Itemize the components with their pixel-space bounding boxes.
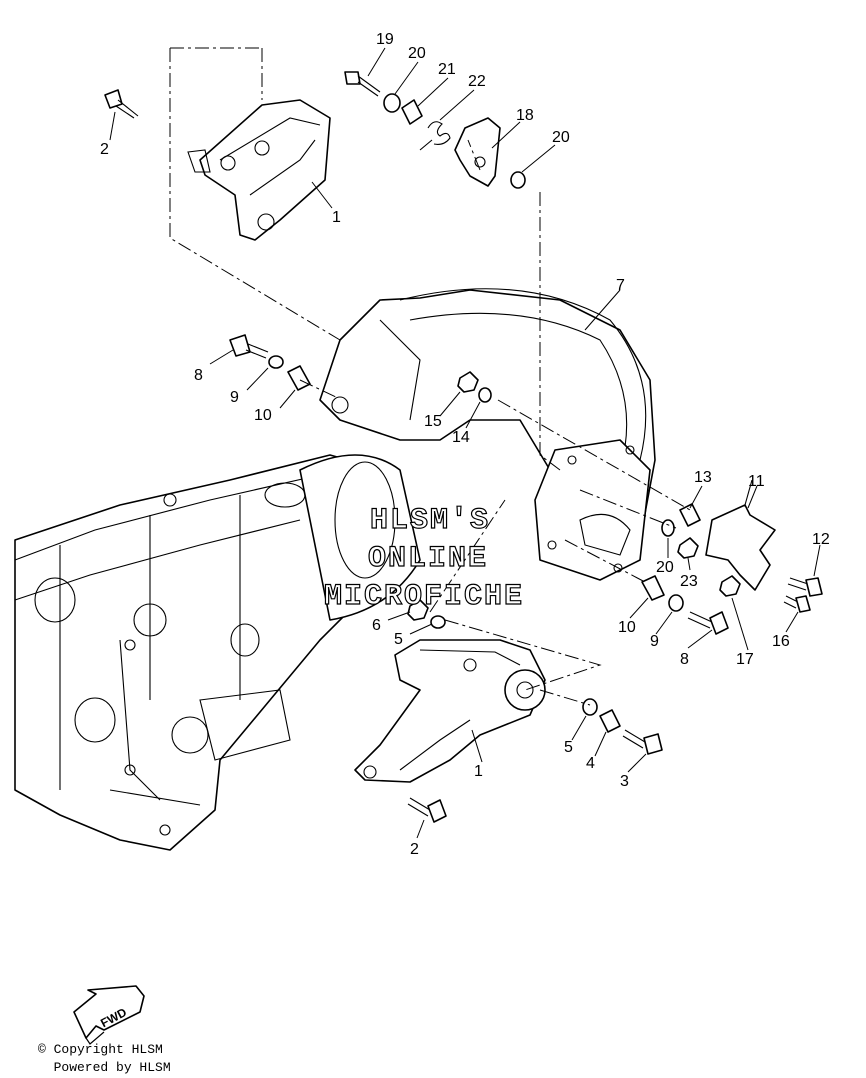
assembly-lines — [169, 47, 691, 706]
engine-block — [14, 454, 421, 851]
callouts: 19 20 21 22 18 20 2 1 7 8 9 10 15 14 13 … — [100, 31, 830, 858]
top-hardware — [104, 71, 526, 189]
callout-9: 9 — [230, 389, 239, 406]
powered-by-text: Powered by HLSM — [38, 1060, 171, 1075]
callout-14: 14 — [452, 429, 470, 446]
upper-engine-mount-bracket — [187, 99, 331, 241]
fwd-arrow-icon: FWD — [73, 985, 145, 1045]
callout-13: 13 — [694, 469, 712, 486]
callout-4: 4 — [586, 755, 595, 772]
watermark-line-2: ONLINE — [368, 542, 488, 576]
right-hardware — [641, 479, 823, 635]
callout-2: 2 — [410, 841, 419, 858]
callout-17: 17 — [736, 651, 754, 668]
callout-20: 20 — [552, 129, 570, 146]
callout-7: 7 — [616, 277, 625, 294]
callout-12: 12 — [812, 531, 830, 548]
callout-5: 5 — [564, 739, 573, 756]
callout-10: 10 — [618, 619, 636, 636]
callout-6: 6 — [372, 617, 381, 634]
callout-9: 9 — [650, 633, 659, 650]
callout-18: 18 — [516, 107, 534, 124]
lower-engine-mount-bracket — [354, 639, 546, 783]
watermark-line-3: MICROFICHE — [324, 580, 524, 614]
callout-16: 16 — [772, 633, 790, 650]
lower-hardware — [407, 599, 663, 823]
leader-lines — [109, 47, 821, 839]
callout-2: 2 — [100, 141, 109, 158]
callout-5: 5 — [394, 631, 403, 648]
watermark: HLSM'S ONLINE MICROFICHE — [323, 503, 524, 614]
callout-1: 1 — [332, 209, 341, 226]
left-hardware — [229, 334, 492, 403]
callout-11: 11 — [748, 473, 765, 490]
callout-10: 10 — [254, 407, 272, 424]
callout-8: 8 — [680, 651, 689, 668]
callout-15: 15 — [424, 413, 442, 430]
copyright-text: © Copyright HLSM — [38, 1042, 163, 1057]
jet-pump-housing — [319, 288, 656, 581]
callout-22: 22 — [468, 73, 486, 90]
callout-20: 20 — [408, 45, 426, 62]
watermark-line-1: HLSM'S — [370, 504, 490, 538]
callout-20: 20 — [656, 559, 674, 576]
callout-21: 21 — [438, 61, 456, 78]
callout-1: 1 — [474, 763, 483, 780]
callout-23: 23 — [680, 573, 698, 590]
callout-8: 8 — [194, 367, 203, 384]
callout-19: 19 — [376, 31, 394, 48]
callout-3: 3 — [620, 773, 629, 790]
